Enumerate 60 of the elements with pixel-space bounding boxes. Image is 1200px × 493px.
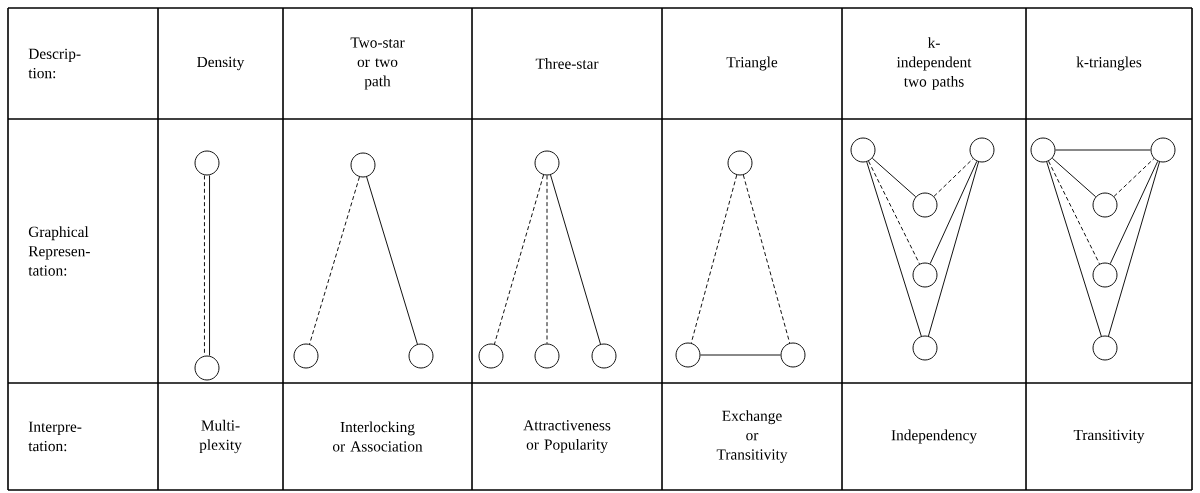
interpretation-text: Exchange or Transitivity — [716, 410, 788, 463]
graph-edge — [871, 157, 917, 198]
graph-edge — [1113, 158, 1155, 197]
graph-edge — [309, 176, 360, 345]
graph-node — [591, 343, 617, 369]
graph-node — [534, 150, 560, 176]
interpretation-text: Interpre- tation: — [28, 421, 82, 452]
graph-node — [1092, 335, 1118, 361]
graph-node — [850, 137, 876, 163]
header-text: k- independent two paths — [896, 37, 972, 90]
graph-edge — [1108, 161, 1160, 337]
graph-edge — [933, 158, 974, 197]
header-text: k-triangles — [1076, 56, 1142, 71]
graph-edge — [929, 160, 978, 265]
graph-edge — [742, 174, 791, 344]
graph-node — [780, 342, 806, 368]
graph-node — [912, 335, 938, 361]
graph-edge — [366, 176, 418, 345]
graph-edge — [494, 174, 544, 345]
graph-edge — [546, 175, 548, 344]
graph-edge — [204, 175, 205, 356]
graph-edge — [868, 160, 920, 265]
graph-node — [675, 342, 701, 368]
header-text: Three-star — [535, 58, 599, 69]
graph-node — [194, 355, 220, 381]
graph-node — [194, 150, 220, 176]
header-text: Two-star or two path — [350, 37, 405, 90]
graph-edge — [928, 161, 980, 337]
graph-node — [1030, 137, 1056, 163]
graph-edge — [1046, 161, 1102, 337]
header-text: Density — [197, 56, 245, 71]
graph-node — [969, 137, 995, 163]
graph-node — [350, 152, 376, 178]
graph-node — [293, 343, 319, 369]
interpretation-text: Attractiveness or Popularity — [523, 420, 611, 453]
header-text: Descrip- tion: — [28, 48, 81, 79]
graph-edge — [1109, 160, 1159, 265]
interpretation-text: Transitivity — [1073, 429, 1145, 444]
header-text: Triangle — [726, 56, 778, 71]
graph-node — [1150, 137, 1176, 163]
graph-edge — [550, 174, 601, 345]
graph-node — [1092, 262, 1118, 288]
graph-edge — [1048, 160, 1100, 265]
row-label: Graphical Represen- tation: — [28, 226, 90, 276]
graph-node — [727, 150, 753, 176]
graph-node — [478, 343, 504, 369]
graph-edge — [690, 174, 738, 344]
interpretation-text: Independency — [891, 429, 977, 444]
graph-node — [1092, 192, 1118, 218]
graph-edge — [1051, 157, 1097, 198]
graph-edge — [1055, 149, 1151, 151]
graph-edge — [866, 161, 922, 337]
graph-node — [534, 343, 560, 369]
interpretation-text: Interlocking or Association — [332, 421, 423, 452]
graph-edge — [700, 354, 781, 356]
graph-node — [912, 192, 938, 218]
graph-edge — [209, 175, 210, 356]
graph-node — [408, 343, 434, 369]
graph-node — [912, 262, 938, 288]
interpretation-text: Multi- plexity — [199, 419, 242, 454]
